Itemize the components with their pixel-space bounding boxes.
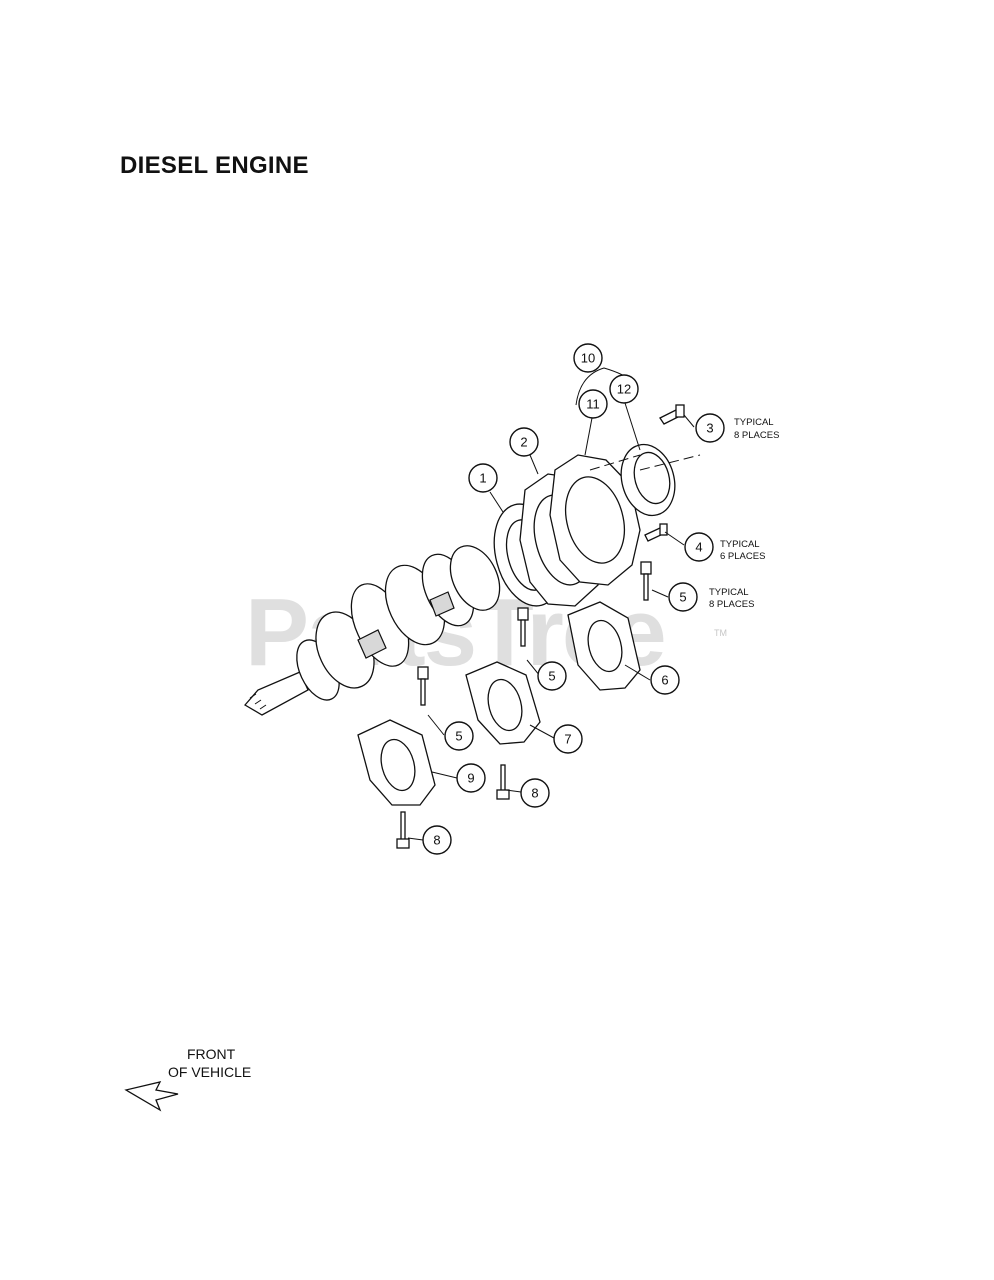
svg-text:6 PLACES: 6 PLACES — [720, 551, 765, 562]
svg-text:TYPICAL: TYPICAL — [734, 417, 774, 428]
svg-text:8: 8 — [531, 786, 538, 801]
svg-text:3: 3 — [706, 421, 713, 436]
svg-text:8: 8 — [433, 833, 440, 848]
crankshaft — [243, 545, 501, 716]
callout-3: 3 — [695, 413, 725, 443]
callout-2: 2 — [509, 427, 539, 457]
callout-5: 5 — [444, 721, 474, 751]
callout-1: 1 — [468, 463, 498, 493]
part-3-bolt — [659, 404, 685, 425]
svg-text:4: 4 — [695, 540, 702, 555]
note-typical-5: TYPICAL 8 PLACES — [709, 587, 754, 610]
svg-text:7: 7 — [564, 732, 571, 747]
svg-text:9: 9 — [467, 771, 474, 786]
svg-text:5: 5 — [548, 669, 555, 684]
callout-11: 11 — [578, 389, 608, 419]
leader-lines — [407, 367, 695, 841]
callout-8: 8 — [520, 778, 550, 808]
page-title: DIESEL ENGINE — [120, 152, 309, 179]
part-6-bearing-cap — [567, 601, 641, 691]
watermark-trademark: TM — [714, 628, 727, 638]
callout-6: 6 — [650, 665, 680, 695]
callout-12: 12 — [609, 374, 639, 404]
svg-text:TYPICAL: TYPICAL — [709, 587, 749, 598]
part-11-housing — [549, 454, 641, 586]
part-5-bolt — [417, 561, 652, 706]
svg-text:FRONT: FRONT — [187, 1046, 236, 1062]
svg-text:10: 10 — [581, 351, 595, 366]
assembly-axis-line — [639, 454, 701, 471]
callout-7: 7 — [553, 724, 583, 754]
svg-text:12: 12 — [617, 382, 631, 397]
svg-text:8 PLACES: 8 PLACES — [734, 430, 779, 441]
callout-5: 5 — [668, 582, 698, 612]
svg-text:1: 1 — [479, 471, 486, 486]
svg-text:5: 5 — [455, 729, 462, 744]
svg-text:TYPICAL: TYPICAL — [720, 539, 760, 550]
svg-text:5: 5 — [679, 590, 686, 605]
assembly-axis-line — [589, 454, 641, 471]
part-7-bearing-cap — [465, 661, 541, 745]
note-typical-4: TYPICAL 6 PLACES — [720, 539, 765, 562]
callout-8: 8 — [422, 825, 452, 855]
svg-text:11: 11 — [586, 397, 600, 412]
front-of-vehicle-indicator: FRONT OF VEHICLE — [124, 1046, 251, 1112]
svg-text:2: 2 — [520, 435, 527, 450]
svg-text:6: 6 — [661, 673, 668, 688]
callout-10: 10 — [573, 343, 603, 373]
svg-text:8 PLACES: 8 PLACES — [709, 599, 754, 610]
front-arrow-icon — [124, 1081, 179, 1112]
callout-4: 4 — [684, 532, 714, 562]
part-4-bolt — [644, 523, 668, 542]
note-typical-3: TYPICAL 8 PLACES — [734, 417, 779, 441]
svg-text:OF VEHICLE: OF VEHICLE — [168, 1064, 251, 1080]
part-8-bolt — [396, 764, 510, 849]
callout-9: 9 — [456, 763, 486, 793]
part-9-bearing-cap — [357, 719, 436, 806]
callout-5: 5 — [537, 661, 567, 691]
